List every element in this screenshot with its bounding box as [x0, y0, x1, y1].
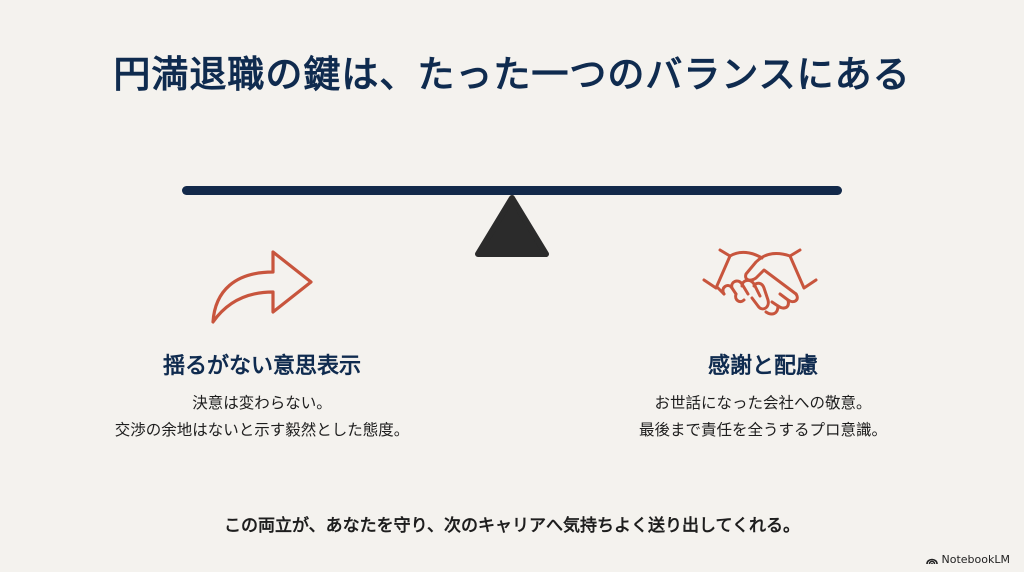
fulcrum-triangle — [475, 195, 549, 257]
right-heading: 感謝と配慮 — [707, 354, 818, 379]
right-line: お世話になった会社への敬意。 — [654, 394, 872, 412]
brand-watermark: NotebookLM — [925, 553, 1010, 566]
notebooklm-logo-icon — [925, 558, 938, 564]
handshake-icon — [702, 248, 818, 316]
slide-title: 円満退職の鍵は、たった一つのバランスにある — [113, 53, 911, 96]
left-line: 決意は変わらない。 — [192, 394, 332, 412]
balance-beam — [182, 186, 842, 195]
brand-label: NotebookLM — [941, 553, 1010, 566]
left-column: 揺るがない意思表示 決意は変わらない。 交渉の余地はないと示す毅然とした態度。 — [52, 348, 472, 444]
left-line: 交渉の余地はないと示す毅然とした態度。 — [114, 421, 410, 439]
left-heading: 揺るがない意思表示 — [162, 354, 361, 379]
footer-message: この両立が、あなたを守り、次のキャリアへ気持ちよく送り出してくれる。 — [224, 516, 800, 536]
right-line: 最後まで責任を全うするプロ意識。 — [638, 421, 887, 439]
curved-arrow-right-icon — [211, 250, 313, 324]
right-column: 感謝と配慮 お世話になった会社への敬意。 最後まで責任を全うするプロ意識。 — [553, 348, 973, 444]
